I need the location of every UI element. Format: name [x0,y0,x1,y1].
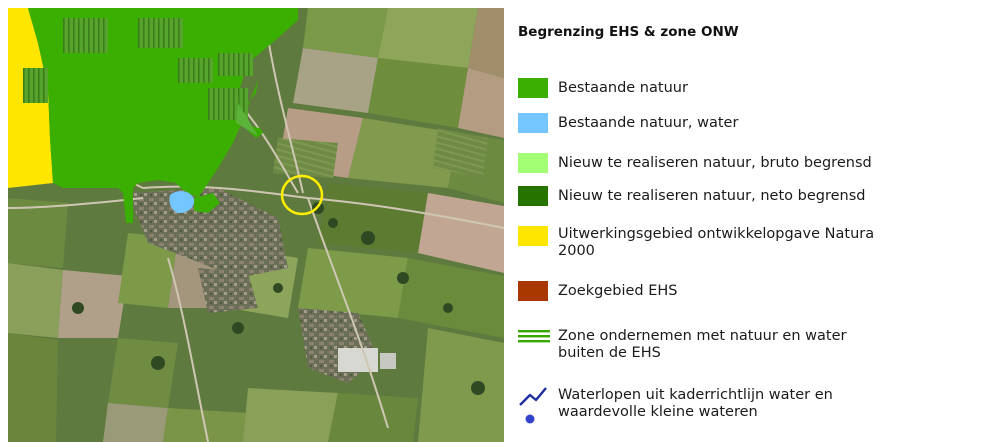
natura-swatch [518,226,548,246]
bestaande-natuur-water-area[interactable] [169,191,195,214]
tree-clusters [72,202,485,395]
legend-label: Bestaande natuur [558,80,688,96]
map-legend: Begrenzing EHS & zone ONW Bestaande natu… [518,0,987,442]
legend-label: Zone ondernemen met natuur en water buit… [558,328,846,362]
natuur-inner-parcels [23,18,258,136]
bestaande-natuur-patch [194,193,220,213]
agricultural-fields [8,8,504,442]
legend-label-line1: Zone ondernemen met natuur en water [558,328,847,344]
waterway-icon [519,387,547,424]
legend-label: Uitwerkingsgebied ontwikkelopgave Natura… [558,226,874,260]
highlight-circle[interactable] [280,174,324,216]
parallel-lines-icon [518,330,550,343]
bruto-swatch [518,153,548,173]
legend-label: Zoekgebied EHS [558,283,678,299]
bestaande-natuur-swatch [518,78,548,98]
neto-swatch [518,186,548,206]
legend-label: Nieuw te realiseren natuur, neto begrens… [558,188,866,204]
water-swatch [518,113,548,133]
aerial-map-canvas[interactable] [8,8,504,442]
legend-label-line1: Waterlopen uit kaderrichtlijn water en [558,387,833,403]
legend-title: Begrenzing EHS & zone ONW [518,24,739,40]
legend-label-line1: Uitwerkingsgebied ontwikkelopgave Natura [558,226,875,242]
legend-label-line2: waardevolle kleine wateren [558,404,758,420]
zoekgebied-swatch [518,281,548,301]
legend-label: Nieuw te realiseren natuur, bruto begren… [558,155,872,171]
village-area [128,188,396,383]
legend-label: Waterlopen uit kaderrichtlijn water en w… [558,387,833,421]
legend-label-line2: 2000 [558,243,595,259]
legend-label-line2: buiten de EHS [558,345,661,361]
legend-label: Bestaande natuur, water [558,115,739,131]
aerial-map[interactable] [8,8,504,442]
